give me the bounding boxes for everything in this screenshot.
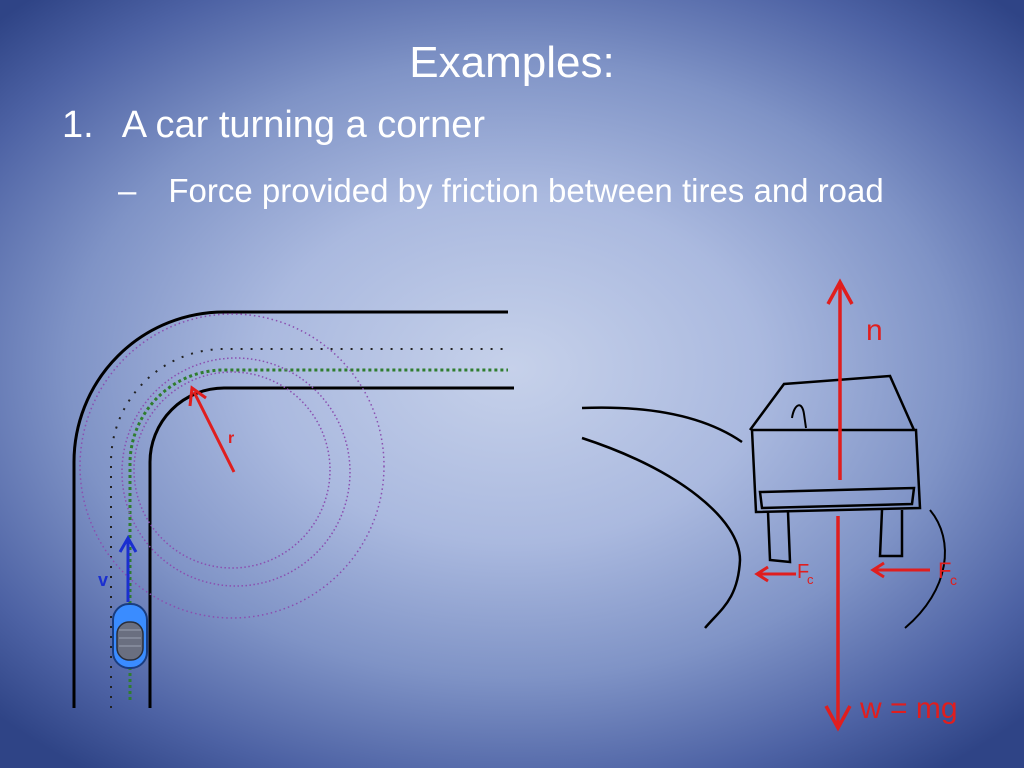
car-rear-view-icon <box>748 374 922 564</box>
weight-arrow <box>824 516 852 732</box>
friction-label-left: F <box>797 561 809 583</box>
road-outer-edge <box>72 310 508 708</box>
friction-arrow-left <box>754 565 796 583</box>
bullet-item-1: 1. A car turning a corner <box>62 104 485 147</box>
road-inner-edge <box>148 386 514 708</box>
road-curve-upper <box>581 406 743 444</box>
sub-bullet-marker: – <box>118 172 137 209</box>
friction-subscript-right: c <box>950 572 957 588</box>
road-curve-right <box>904 509 946 629</box>
weight-label: w = mg <box>859 692 958 725</box>
normal-force-label: n <box>866 314 883 347</box>
normal-force-arrow <box>826 278 854 480</box>
road-diagram: r v <box>72 310 514 708</box>
bullet-text: A car turning a corner <box>121 104 486 146</box>
car-force-diagram: n w = mg F c F c <box>581 278 958 732</box>
radius-arrow <box>188 385 236 473</box>
car-path <box>128 368 508 700</box>
radius-label: r <box>228 430 234 447</box>
friction-arrow-right <box>870 561 930 579</box>
velocity-label: v <box>98 570 108 590</box>
car-icon <box>112 603 148 669</box>
bullet-number: 1. <box>62 104 94 146</box>
road-curve-lower <box>581 436 742 629</box>
velocity-arrow <box>118 534 138 602</box>
sub-bullet: – Force provided by friction between tir… <box>118 168 918 214</box>
turning-circle-mid <box>121 357 351 587</box>
road-center-line <box>110 348 505 708</box>
slide-title: Examples: <box>409 38 615 87</box>
friction-label-right: F <box>938 558 951 583</box>
turning-circle-outer <box>79 313 385 619</box>
sub-bullet-text: Force provided by friction between tires… <box>168 172 884 209</box>
turning-circle-inner <box>133 371 331 569</box>
friction-subscript-left: c <box>807 572 814 587</box>
